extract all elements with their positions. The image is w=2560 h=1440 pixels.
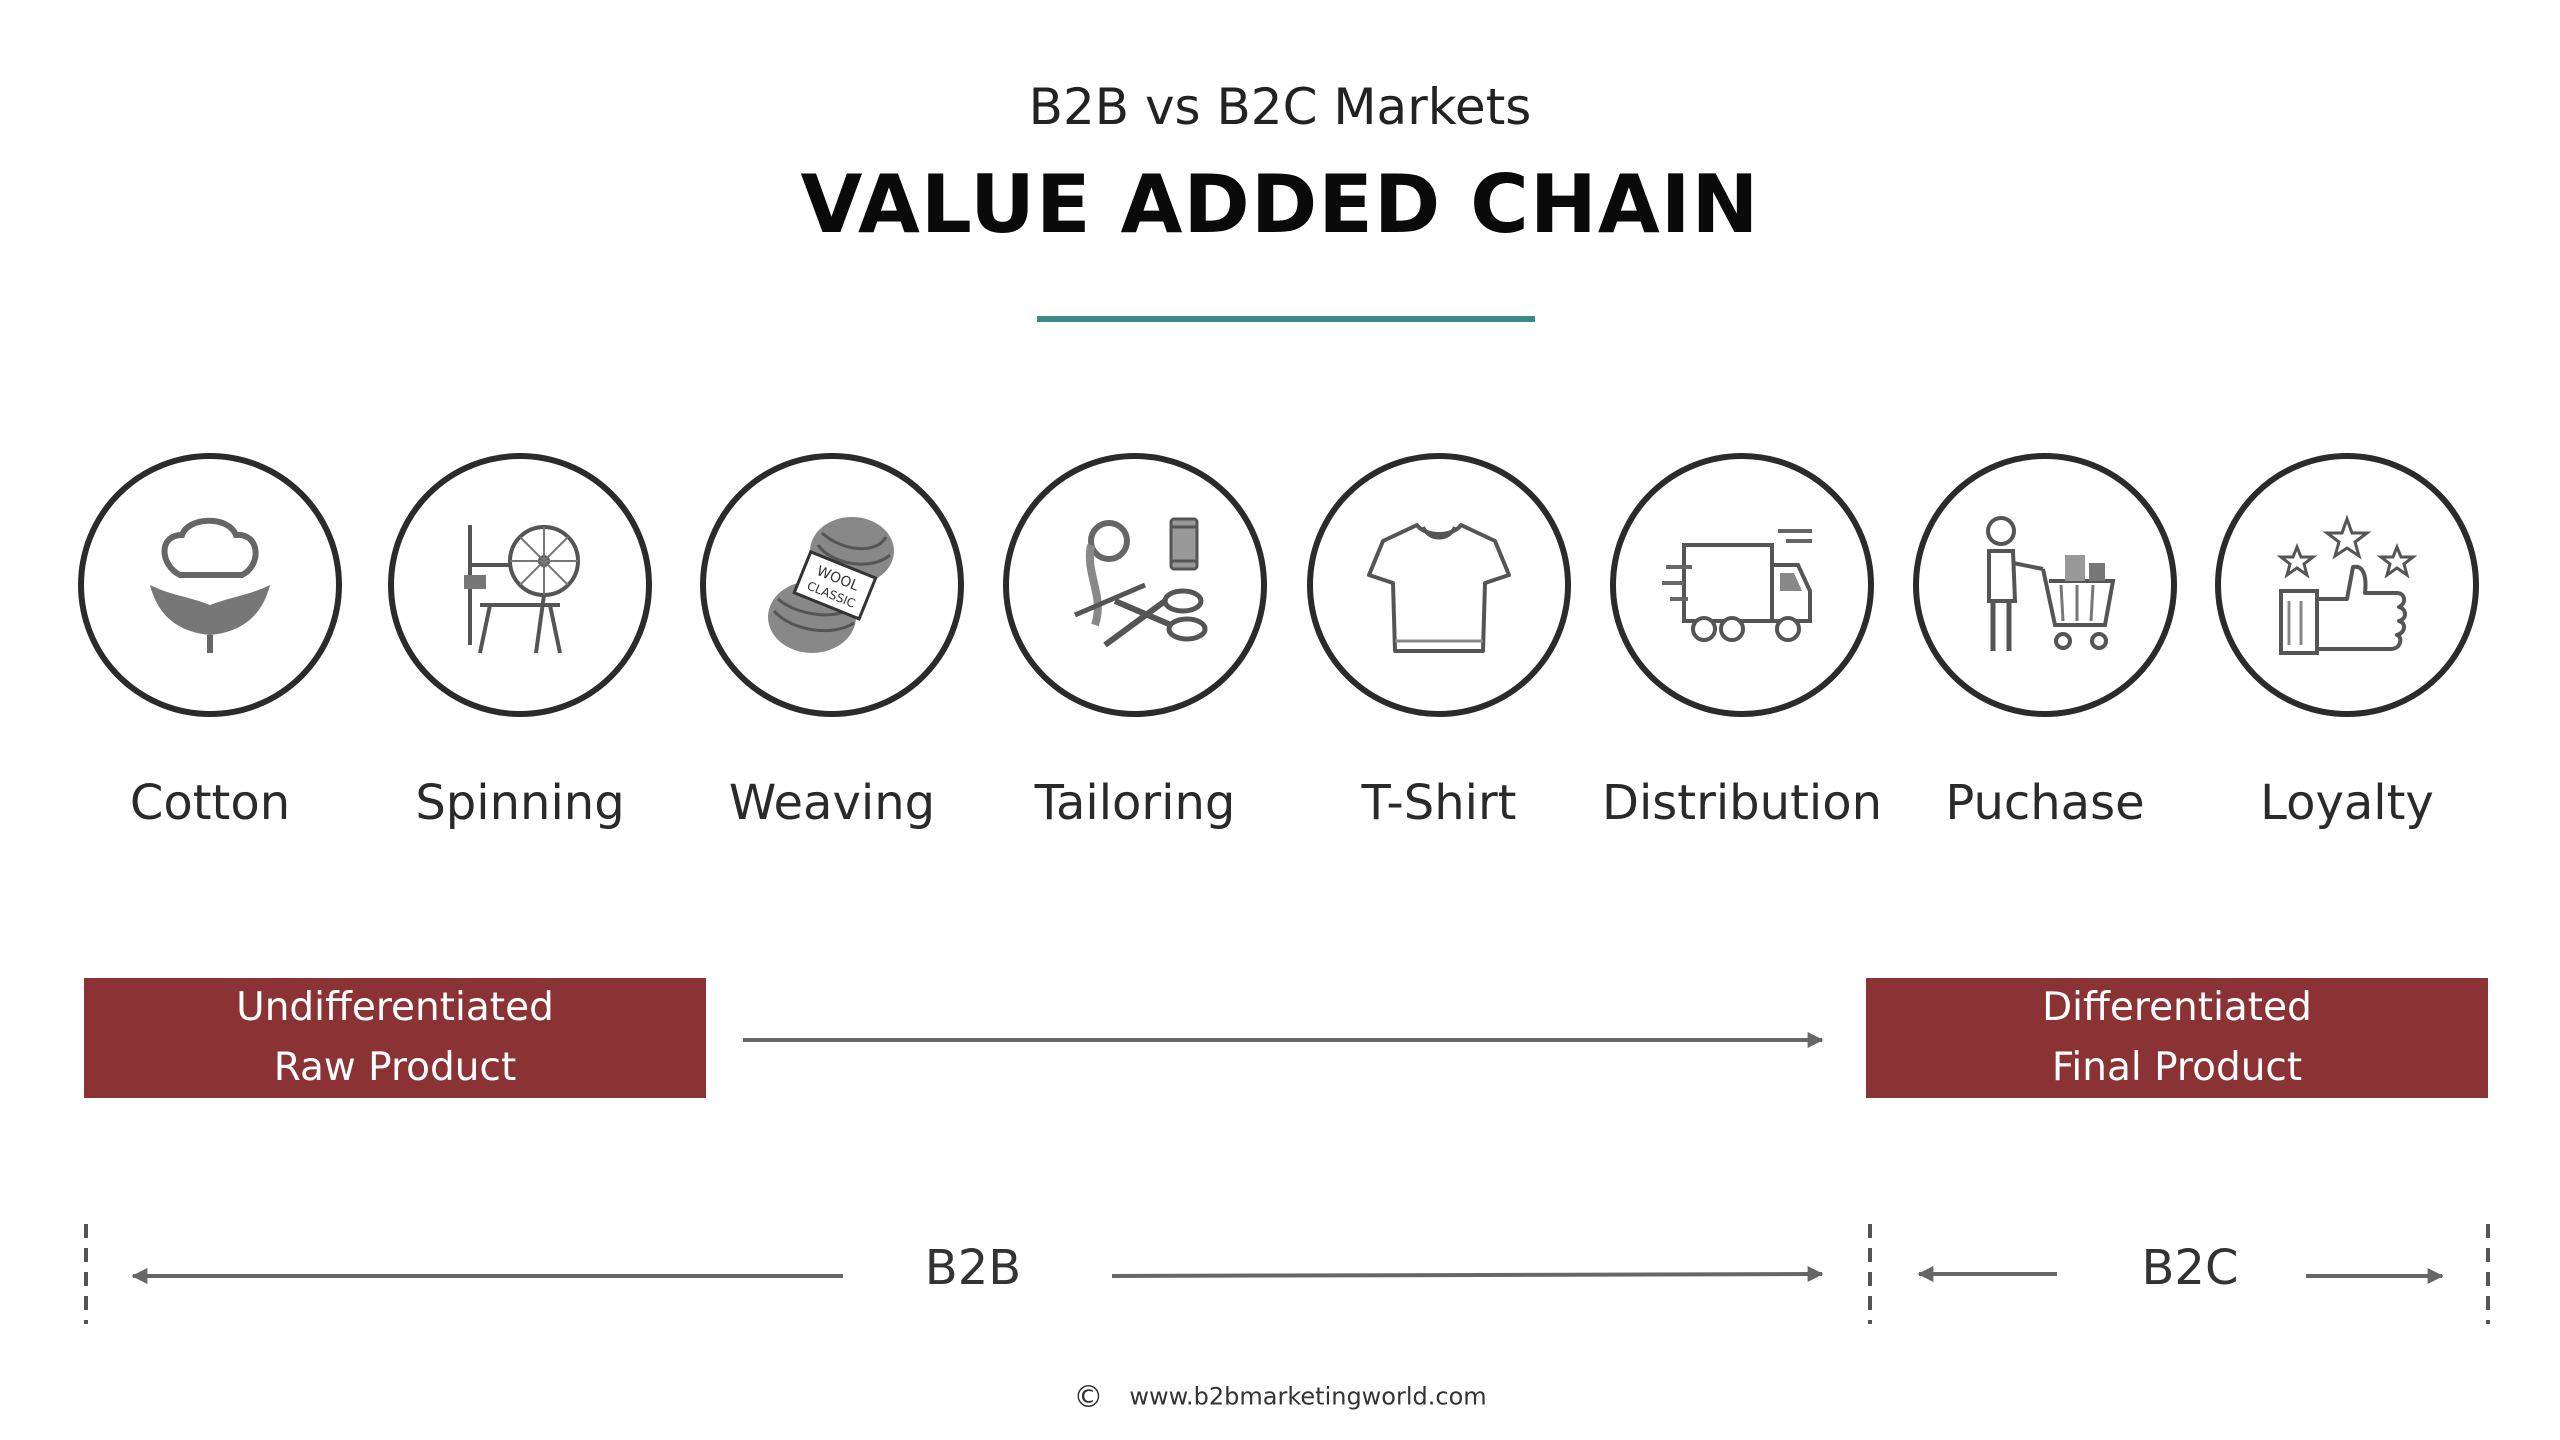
delivery-truck-icon <box>1662 529 1812 642</box>
market-label-b2c: B2C <box>2141 1240 2239 1296</box>
tailoring-tools-icon <box>1074 517 1208 648</box>
shopping-cart-icon <box>1986 516 2116 651</box>
box-right-line2: Final Product <box>2051 1045 2303 1090</box>
stage-label-tailoring: Tailoring <box>1034 775 1236 831</box>
spinning-wheel-icon <box>464 525 580 654</box>
stage-circle <box>2215 453 2479 717</box>
stage-circle <box>78 453 342 717</box>
stage-tailoring <box>1003 453 1267 717</box>
box-differentiated-final-product: Differentiated Final Product <box>1866 978 2488 1098</box>
page-title: VALUE ADDED CHAIN <box>800 158 1760 251</box>
stage-spinning <box>388 453 652 717</box>
box-right-line1: Differentiated <box>2042 985 2312 1030</box>
box-undifferentiated-raw-product: Undifferentiated Raw Product <box>84 978 706 1098</box>
stage-label-t-shirt: T-Shirt <box>1361 775 1517 831</box>
footer-url: www.b2bmarketingworld.com <box>1129 1382 1487 1411</box>
market-label-b2b: B2B <box>924 1240 1022 1296</box>
stage-circle <box>1307 453 1571 717</box>
yarn-ball-icon: WOOL CLASSIC <box>768 517 894 653</box>
stage-label-puchase: Puchase <box>1945 775 2145 831</box>
stage-circle <box>1610 453 1874 717</box>
stage-circle <box>1913 453 2177 717</box>
t-shirt-icon <box>1367 523 1511 653</box>
stage-label-loyalty: Loyalty <box>2260 775 2434 831</box>
thumbs-up-stars-icon <box>2276 514 2418 655</box>
b2b-right-arrow <box>1111 1266 1824 1283</box>
stage-distribution <box>1610 453 1874 717</box>
box-left-line1: Undifferentiated <box>236 985 554 1030</box>
stage-circle <box>1003 453 1267 717</box>
stage-t-shirt <box>1307 453 1571 717</box>
stage-puchase <box>1913 453 2177 717</box>
stage-label-weaving: Weaving <box>728 775 936 831</box>
stage-label-distribution: Distribution <box>1601 775 1883 831</box>
stage-circle <box>388 453 652 717</box>
title-underline <box>1037 316 1535 322</box>
box-left-line2: Raw Product <box>273 1045 517 1090</box>
copyright-icon: © <box>1073 1380 1104 1415</box>
stage-label-spinning: Spinning <box>415 775 625 831</box>
stage-cotton <box>78 453 342 717</box>
stage-circle: WOOL CLASSIC <box>700 453 964 717</box>
footer: © www.b2bmarketingworld.com <box>0 1380 2560 1415</box>
stage-label-cotton: Cotton <box>129 775 291 831</box>
stage-weaving: WOOL CLASSIC <box>700 453 964 717</box>
page-subtitle: B2B vs B2C Markets <box>1028 78 1532 136</box>
cotton-icon <box>150 517 270 653</box>
stage-loyalty <box>2215 453 2479 717</box>
